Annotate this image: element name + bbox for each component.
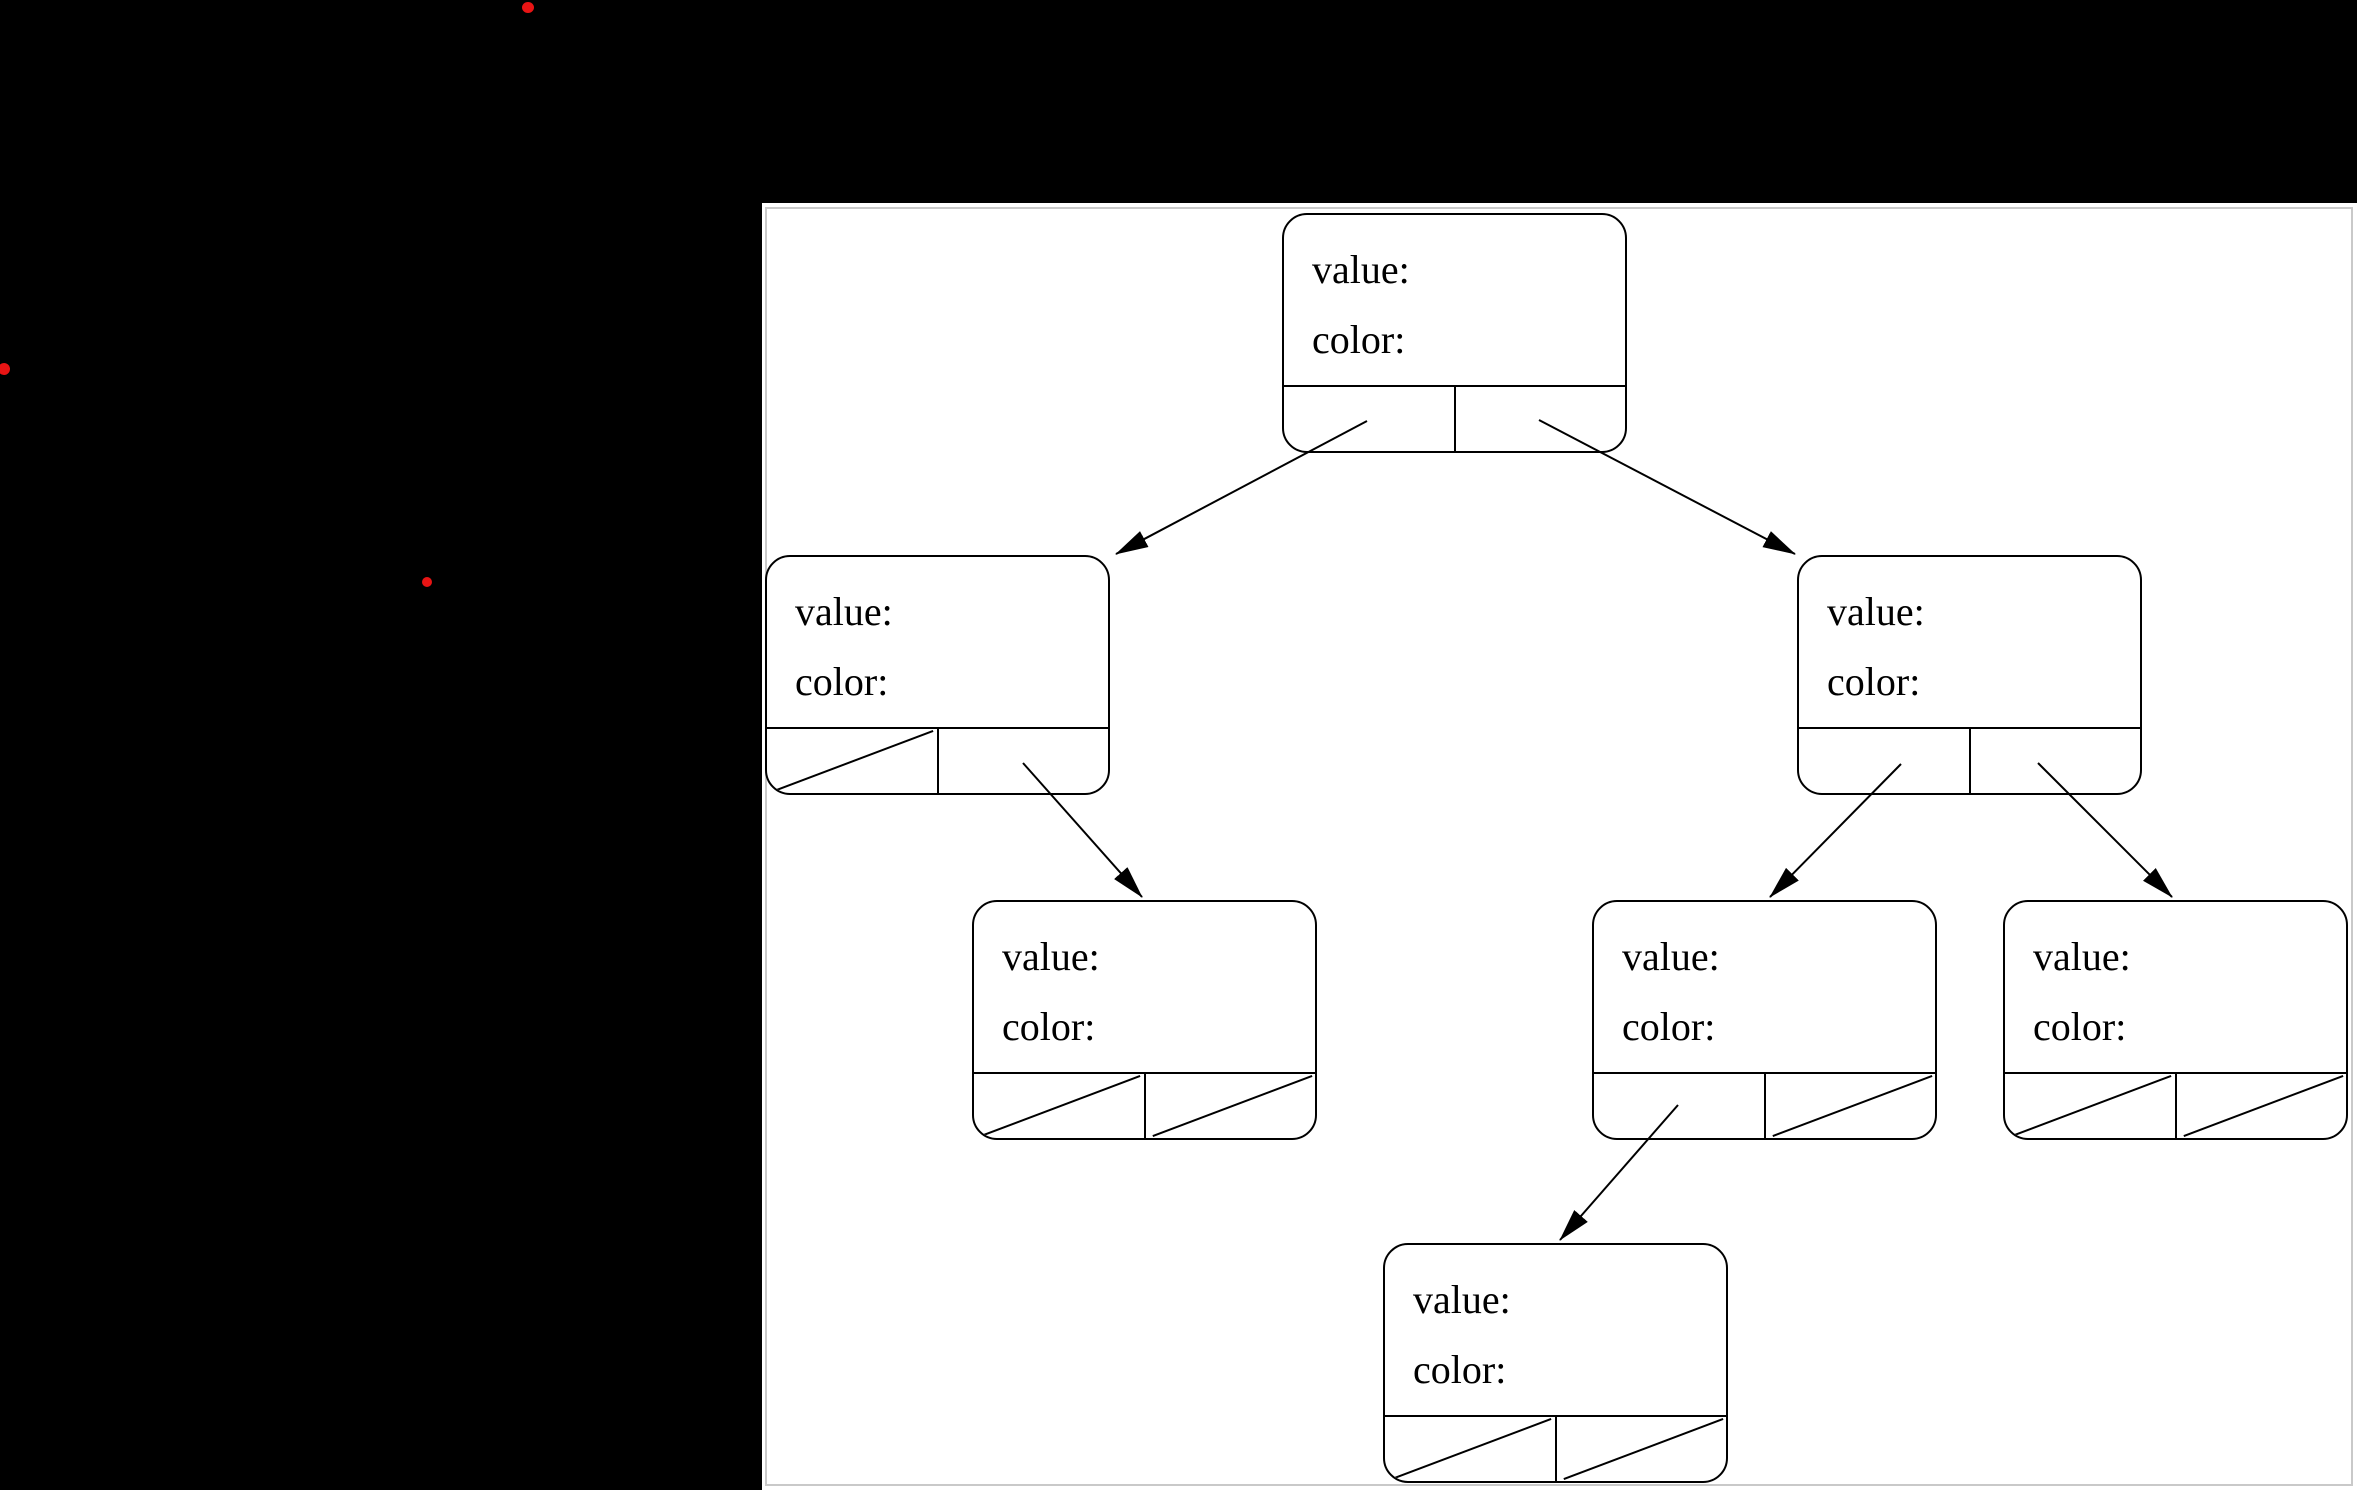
- pointer-cells: [2005, 1072, 2346, 1138]
- tree-node-root: value: color:: [1282, 213, 1627, 453]
- null-pointer-slash-icon: [1385, 1417, 1555, 1481]
- right-pointer-cell: [1146, 1074, 1316, 1138]
- pointer-cells: [1799, 727, 2140, 793]
- null-pointer-slash-icon: [2005, 1074, 2175, 1138]
- right-pointer-cell: [939, 729, 1109, 793]
- right-pointer-cell: [1557, 1417, 1727, 1481]
- value-label: value:: [2033, 934, 2131, 979]
- tree-node-left-right-grandchild: value: color:: [972, 900, 1317, 1140]
- value-label: value:: [1827, 589, 1925, 634]
- null-pointer-slash-icon: [2177, 1074, 2347, 1138]
- null-pointer-slash-icon: [767, 729, 937, 793]
- color-label: color:: [1413, 1347, 1507, 1392]
- tree-node-right-left-grandchild: value: color:: [1592, 900, 1937, 1140]
- null-pointer-slash-icon: [974, 1074, 1144, 1138]
- left-pointer-cell: [2005, 1074, 2177, 1138]
- value-label: value:: [1413, 1277, 1511, 1322]
- node-fields: value: color:: [1594, 902, 1935, 1072]
- left-pointer-cell: [767, 729, 939, 793]
- pointer-cells: [1385, 1415, 1726, 1481]
- tree-node-right-left-left-greatgrandchild: value: color:: [1383, 1243, 1728, 1483]
- red-marker-dot: [422, 577, 432, 587]
- null-pointer-slash-icon: [1146, 1074, 1316, 1138]
- node-fields: value: color:: [1799, 557, 2140, 727]
- pointer-cells: [1284, 385, 1625, 451]
- tree-node-right-right-grandchild: value: color:: [2003, 900, 2348, 1140]
- node-fields: value: color:: [1284, 215, 1625, 385]
- left-pointer-cell: [1594, 1074, 1766, 1138]
- node-fields: value: color:: [767, 557, 1108, 727]
- color-label: color:: [1312, 317, 1406, 362]
- color-label: color:: [795, 659, 889, 704]
- color-label: color:: [1827, 659, 1921, 704]
- pointer-cells: [767, 727, 1108, 793]
- tree-node-right-child: value: color:: [1797, 555, 2142, 795]
- color-label: color:: [2033, 1004, 2127, 1049]
- left-pointer-cell: [1799, 729, 1971, 793]
- value-label: value:: [1312, 247, 1410, 292]
- left-pointer-cell: [1284, 387, 1456, 451]
- red-marker-dot: [522, 2, 534, 13]
- left-pointer-cell: [974, 1074, 1146, 1138]
- diagram-canvas: value: color: value: color: value: color…: [762, 203, 2357, 1490]
- right-pointer-cell: [1766, 1074, 1936, 1138]
- right-pointer-cell: [1971, 729, 2141, 793]
- node-fields: value: color:: [1385, 1245, 1726, 1415]
- tree-node-left-child: value: color:: [765, 555, 1110, 795]
- value-label: value:: [1622, 934, 1720, 979]
- color-label: color:: [1622, 1004, 1716, 1049]
- null-pointer-slash-icon: [1766, 1074, 1936, 1138]
- value-label: value:: [795, 589, 893, 634]
- color-label: color:: [1002, 1004, 1096, 1049]
- null-pointer-slash-icon: [1557, 1417, 1727, 1481]
- right-pointer-cell: [1456, 387, 1626, 451]
- pointer-cells: [1594, 1072, 1935, 1138]
- left-pointer-cell: [1385, 1417, 1557, 1481]
- red-marker-dot: [0, 363, 10, 375]
- node-fields: value: color:: [2005, 902, 2346, 1072]
- value-label: value:: [1002, 934, 1100, 979]
- right-pointer-cell: [2177, 1074, 2347, 1138]
- pointer-cells: [974, 1072, 1315, 1138]
- node-fields: value: color:: [974, 902, 1315, 1072]
